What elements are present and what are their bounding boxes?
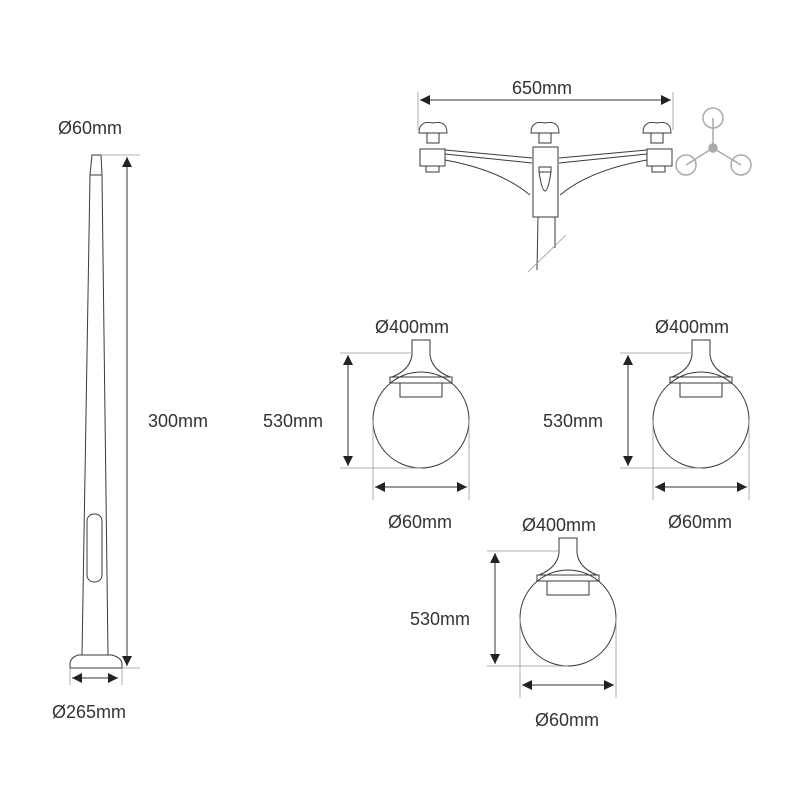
lamp-diameter-label: Ø400mm [655,317,729,337]
lamp-diameter-label: Ø400mm [375,317,449,337]
lamp-height-label: 530mm [543,411,603,431]
lamp-height-label: 530mm [410,609,470,629]
lamp-neck-diameter-label: Ø60mm [668,512,732,532]
pole-access-slot [86,513,103,583]
globe-lamp-2: Ø400mm 530mm Ø60mm [543,317,750,532]
lamp-height-label: 530mm [263,411,323,431]
lamp-diameter-label: Ø400mm [522,515,596,535]
pole-drawing: Ø60mm 300mm Ø265mm [52,118,208,722]
pole-height-label: 300mm [148,411,208,431]
bracket-drawing: 650mm [417,78,752,273]
globe-lamp-3: Ø400mm 530mm Ø60mm [410,515,617,730]
globe-lamp-1: Ø400mm 530mm Ø60mm [263,317,470,532]
pole-top-diameter-label: Ø60mm [58,118,122,138]
three-arm-layout-icon [675,107,752,176]
pole-base-diameter-label: Ø265mm [52,702,126,722]
lamp-neck-diameter-label: Ø60mm [535,710,599,730]
lamp-neck-diameter-label: Ø60mm [388,512,452,532]
bracket-width-label: 650mm [512,78,572,98]
pole-base [69,654,123,669]
